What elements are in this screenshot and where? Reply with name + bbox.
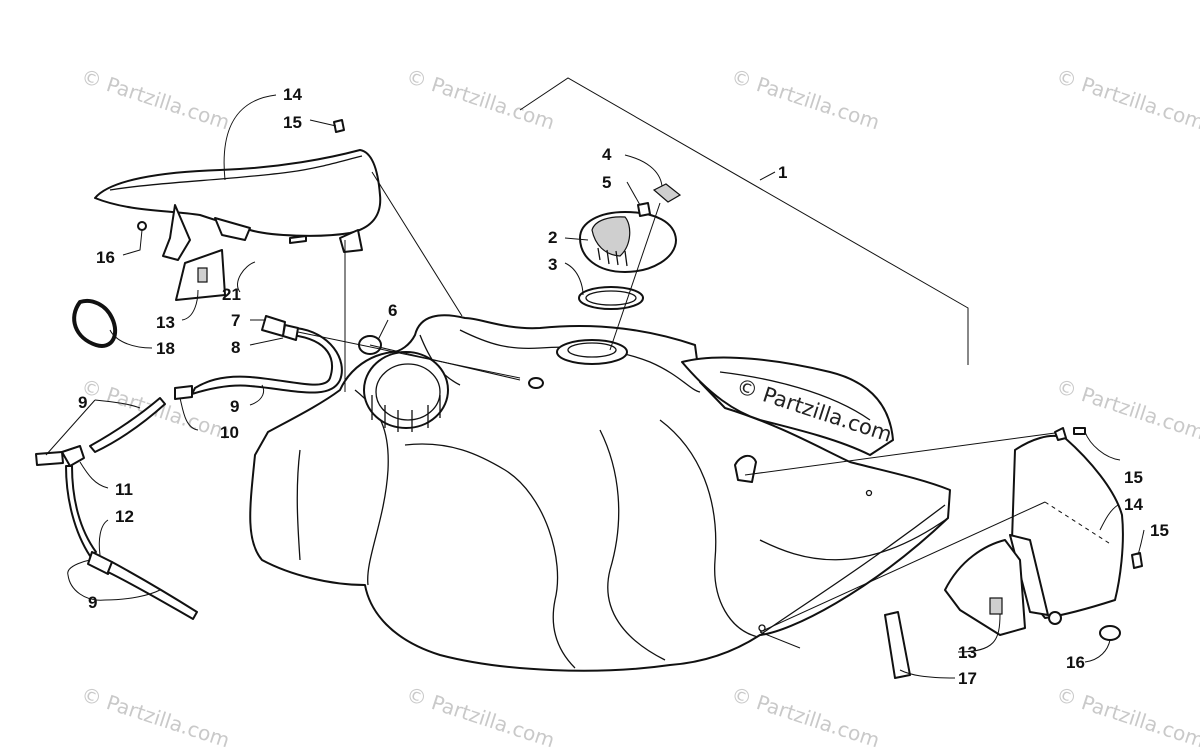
label-14: 14 <box>1124 495 1143 514</box>
label-9: 9 <box>230 397 239 416</box>
watermark-text: © Partzilla.com <box>728 682 882 750</box>
assembly-bracket <box>519 77 969 365</box>
watermark-text: © Partzilla.com <box>403 64 557 135</box>
leader-lines <box>45 94 1145 679</box>
label-15: 15 <box>283 113 302 132</box>
label-16: 16 <box>96 248 115 267</box>
label-9: 9 <box>88 593 97 612</box>
label-14: 14 <box>283 85 302 104</box>
watermark-text: © Partzilla.com <box>728 64 882 135</box>
label-17: 17 <box>958 669 977 688</box>
label-3: 3 <box>548 255 557 274</box>
watermark-text: © Partzilla.com <box>78 64 232 135</box>
watermark-text: © Partzilla.com <box>1053 682 1200 750</box>
label-18: 18 <box>156 339 175 358</box>
fuel-tank <box>249 314 951 672</box>
label-12: 12 <box>115 507 134 526</box>
label-5: 5 <box>602 173 611 192</box>
label-13: 13 <box>958 643 977 662</box>
label-15: 15 <box>1124 468 1143 487</box>
part-labels: 1 2 3 4 5 6 7 8 9 9 9 10 11 12 13 13 14 … <box>78 85 1169 688</box>
right-panel <box>884 427 1143 679</box>
label-7: 7 <box>231 311 240 330</box>
watermark-text: © Partzilla.com <box>78 682 232 750</box>
label-13: 13 <box>156 313 175 332</box>
label-4: 4 <box>602 145 612 164</box>
label-10: 10 <box>220 423 239 442</box>
watermark-text: © Partzilla.com <box>403 682 557 750</box>
hose-clamp <box>72 298 118 348</box>
fuel-lines <box>35 315 343 620</box>
label-2: 2 <box>548 228 557 247</box>
label-9: 9 <box>78 393 87 412</box>
watermark-text: © Partzilla.com <box>1053 64 1200 135</box>
label-11: 11 <box>115 480 133 499</box>
label-6: 6 <box>388 301 397 320</box>
label-8: 8 <box>231 338 240 357</box>
label-16: 16 <box>1066 653 1085 672</box>
guide-lines <box>297 171 1113 649</box>
label-15: 15 <box>1150 521 1169 540</box>
fuel-cap <box>578 183 682 310</box>
label-1: 1 <box>778 163 787 182</box>
label-21: 21 <box>222 285 241 304</box>
left-panel <box>94 119 382 301</box>
